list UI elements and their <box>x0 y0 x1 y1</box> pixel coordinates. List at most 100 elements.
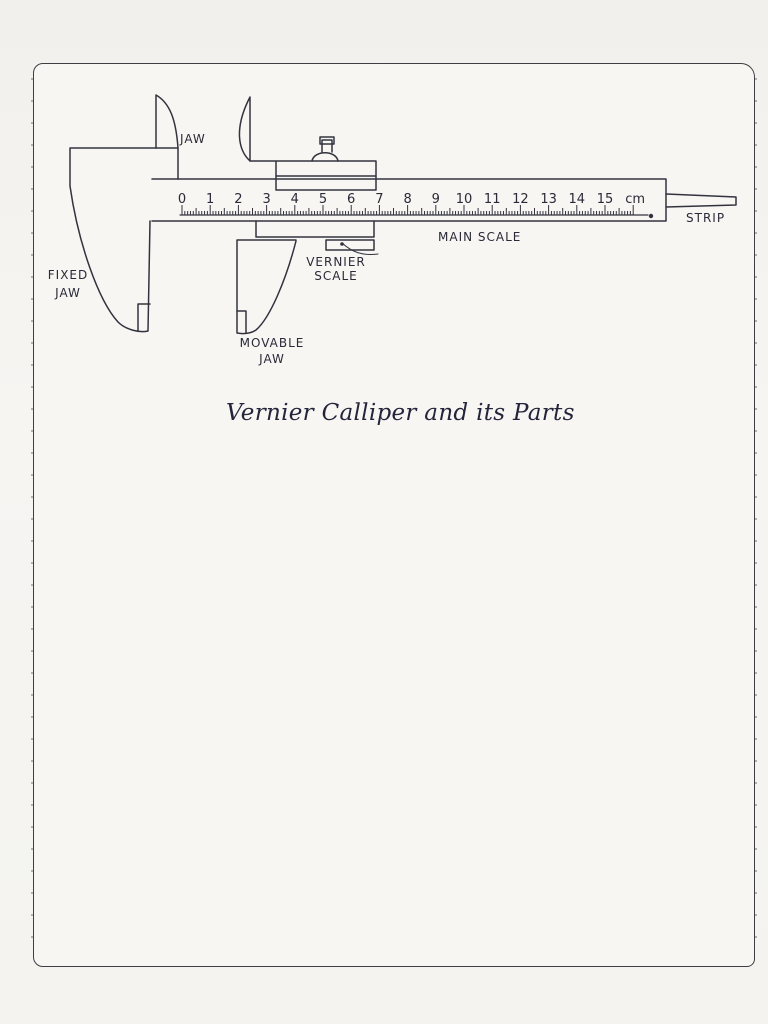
margin-dot <box>31 738 33 740</box>
movable-jaw-label-line1: MOVABLE <box>239 336 305 350</box>
scale-number: 0 <box>178 192 186 207</box>
margin-dot <box>755 474 757 476</box>
margin-dot <box>755 738 757 740</box>
margin-dot <box>755 452 757 454</box>
margin-dot <box>31 408 33 410</box>
thumb-screw <box>311 136 339 162</box>
margin-dot <box>755 804 757 806</box>
margin-dot <box>755 386 757 388</box>
margin-dot <box>755 606 757 608</box>
margin-dot <box>31 870 33 872</box>
margin-dot <box>31 760 33 762</box>
margin-dot <box>755 584 757 586</box>
margin-dot <box>31 254 33 256</box>
movable-jaw-tip <box>236 310 247 334</box>
margin-dot <box>31 166 33 168</box>
scale-number: 3 <box>262 192 270 207</box>
margin-dot <box>31 628 33 630</box>
margin-dot <box>755 496 757 498</box>
beam-dot <box>648 213 654 219</box>
scale-number: 1 <box>206 192 214 207</box>
margin-dot <box>755 672 757 674</box>
jaw-label: JAW <box>180 132 206 146</box>
margin-dot <box>31 210 33 212</box>
scale-number: 15 <box>597 192 614 207</box>
fixed-jaw <box>69 147 179 333</box>
margin-dot <box>31 584 33 586</box>
margin-dot <box>31 364 33 366</box>
margin-dot <box>31 474 33 476</box>
margin-dot <box>31 936 33 938</box>
margin-dot <box>31 716 33 718</box>
scale-number: 11 <box>484 192 501 207</box>
margin-dot <box>31 782 33 784</box>
vernier-slider <box>249 160 377 191</box>
margin-dot <box>755 364 757 366</box>
margin-dots-left <box>30 64 34 966</box>
margin-dot <box>31 386 33 388</box>
margin-dot <box>755 694 757 696</box>
fixed-jaw-label-line1: FIXED <box>47 268 89 282</box>
movable-upper-jaw <box>238 96 251 162</box>
margin-dot <box>755 342 757 344</box>
margin-dot <box>31 848 33 850</box>
vernier-scale-label-line2: SCALE <box>314 269 358 283</box>
margin-dot <box>31 144 33 146</box>
margin-dot <box>755 848 757 850</box>
margin-dot <box>755 144 757 146</box>
fixed-jaw-label: FIXED JAW <box>44 268 92 300</box>
margin-dot <box>31 78 33 80</box>
margin-dot <box>31 320 33 322</box>
margin-dot <box>755 826 757 828</box>
margin-dot <box>31 452 33 454</box>
main-beam <box>151 178 667 222</box>
margin-dot <box>755 232 757 234</box>
margin-dot <box>31 430 33 432</box>
margin-dot <box>31 650 33 652</box>
margin-dot <box>755 78 757 80</box>
margin-dot <box>755 210 757 212</box>
depth-strip <box>665 193 737 208</box>
scale-number: 9 <box>432 192 440 207</box>
margin-dot <box>755 276 757 278</box>
movable-jaw-label: MOVABLE JAW <box>236 336 308 366</box>
margin-dot <box>31 672 33 674</box>
margin-dot <box>755 936 757 938</box>
margin-dot <box>755 892 757 894</box>
fixed-jaw-tip <box>137 303 151 332</box>
main-scale-label: MAIN SCALE <box>438 230 522 244</box>
scale-number: 10 <box>456 192 473 207</box>
margin-dot <box>31 188 33 190</box>
margin-dot <box>31 562 33 564</box>
margin-dot <box>755 518 757 520</box>
scale-number: 12 <box>512 192 529 207</box>
margin-dot <box>755 628 757 630</box>
margin-dot <box>755 122 757 124</box>
movable-jaw-label-line2: JAW <box>259 352 285 366</box>
scale-number: 6 <box>347 192 355 207</box>
scale-number: 13 <box>540 192 557 207</box>
scale-number: 14 <box>569 192 586 207</box>
vernier-plate <box>325 239 375 251</box>
margin-dot <box>755 716 757 718</box>
margin-dot <box>755 188 757 190</box>
fixed-jaw-label-line2: JAW <box>55 286 81 300</box>
margin-dot <box>755 408 757 410</box>
vernier-scale-label-line1: VERNIER <box>306 255 366 269</box>
vernier-dot <box>340 242 344 246</box>
scale-number: 7 <box>375 192 383 207</box>
margin-dot <box>31 892 33 894</box>
margin-dot <box>31 342 33 344</box>
margin-dot <box>31 496 33 498</box>
scale-unit: cm <box>625 192 645 207</box>
margin-dot <box>755 320 757 322</box>
main-scale-ticks <box>181 205 634 215</box>
margin-dot <box>755 760 757 762</box>
margin-dot <box>31 298 33 300</box>
margin-dot <box>31 518 33 520</box>
margin-dot <box>755 782 757 784</box>
movable-lower-jaw <box>236 220 375 335</box>
margin-dot <box>755 540 757 542</box>
